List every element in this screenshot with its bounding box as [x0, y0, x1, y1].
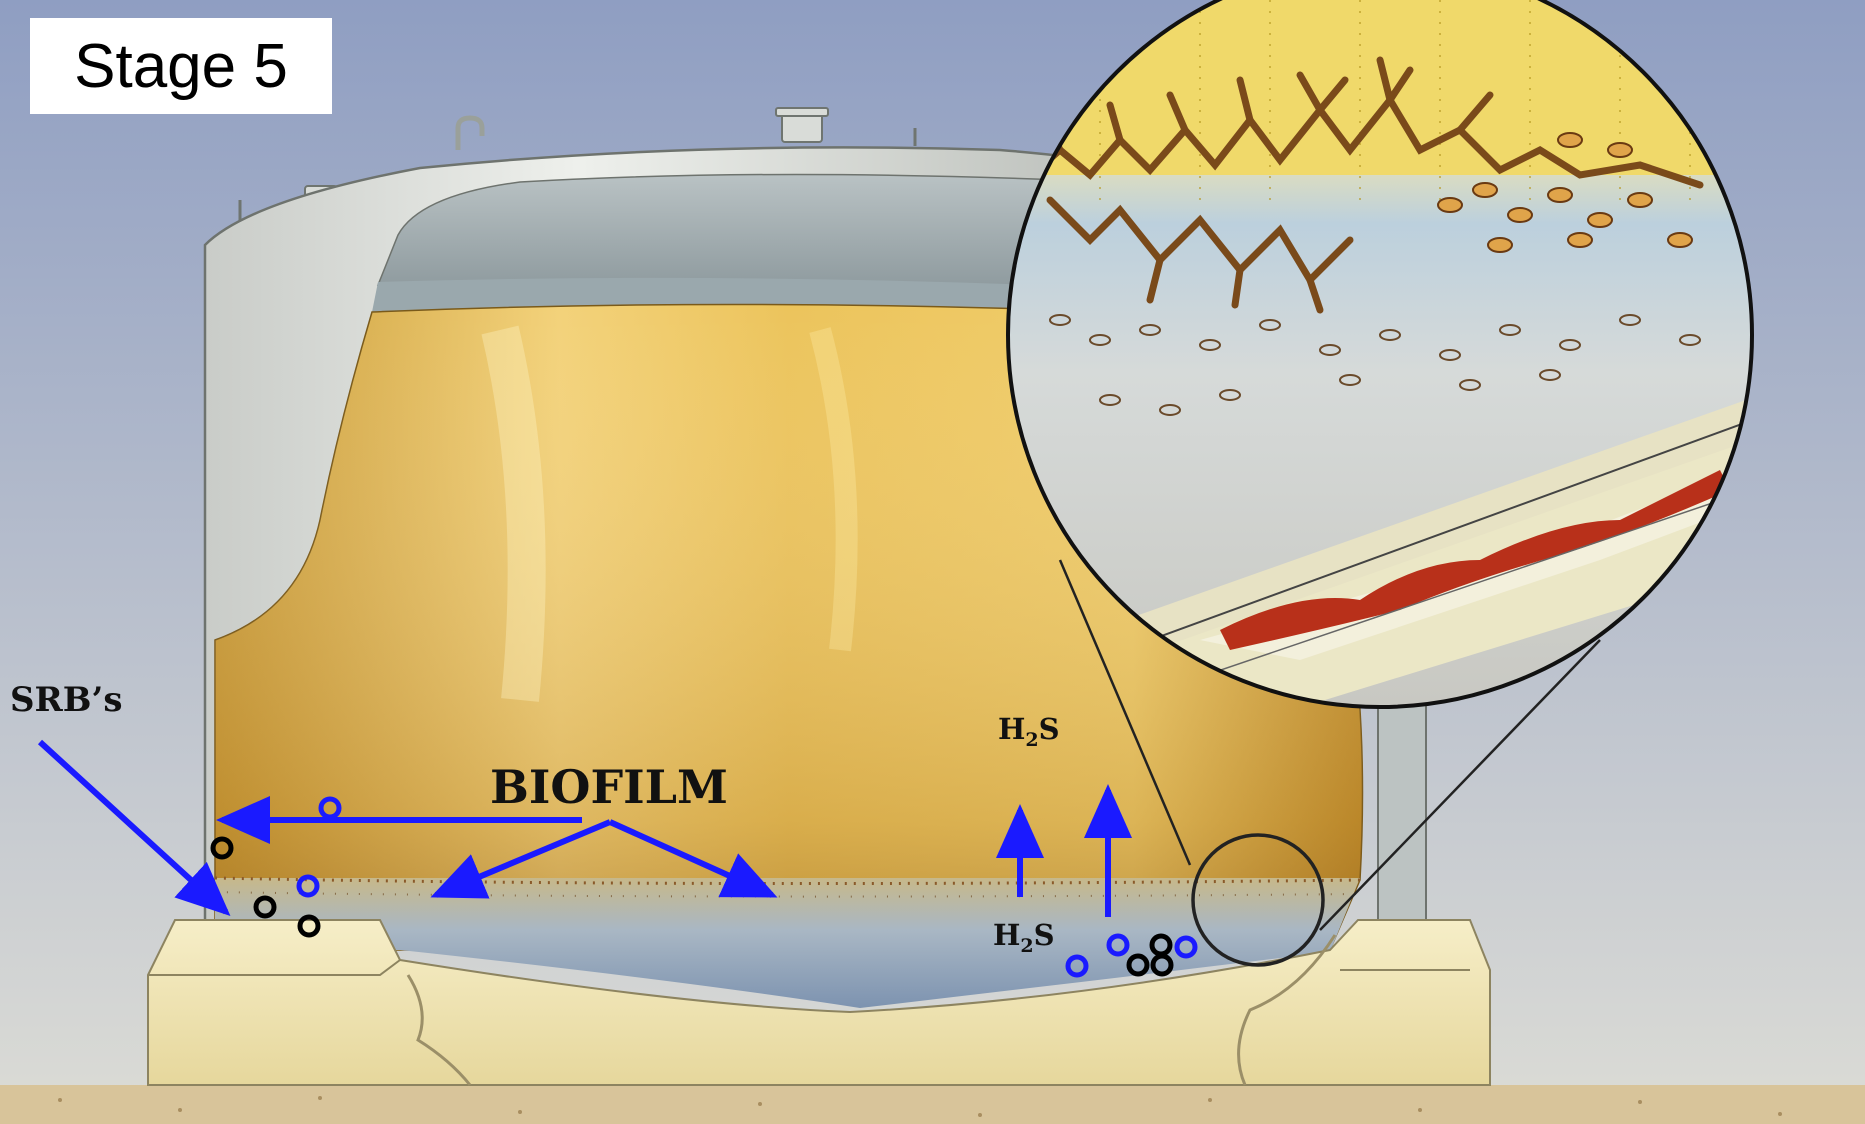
ground — [0, 1085, 1865, 1124]
h2s-upper-s: S — [1039, 712, 1060, 746]
stage-label-text: Stage 5 — [74, 31, 288, 102]
srb-label: SRB’s — [10, 680, 123, 720]
h2s-upper-h: H — [998, 712, 1025, 746]
h2s-label-upper: H2S — [998, 712, 1060, 751]
tank-roof-interior — [378, 174, 1060, 290]
h2s-upper-sub: 2 — [1025, 729, 1038, 751]
biofilm-label: BIOFILM — [490, 760, 728, 814]
h2s-label-lower: H2S — [993, 918, 1055, 957]
h2s-lower-sub: 2 — [1020, 935, 1033, 957]
h2s-lower-s: S — [1034, 918, 1055, 952]
h2s-lower-h: H — [993, 918, 1020, 952]
stage-label: Stage 5 — [30, 18, 332, 114]
